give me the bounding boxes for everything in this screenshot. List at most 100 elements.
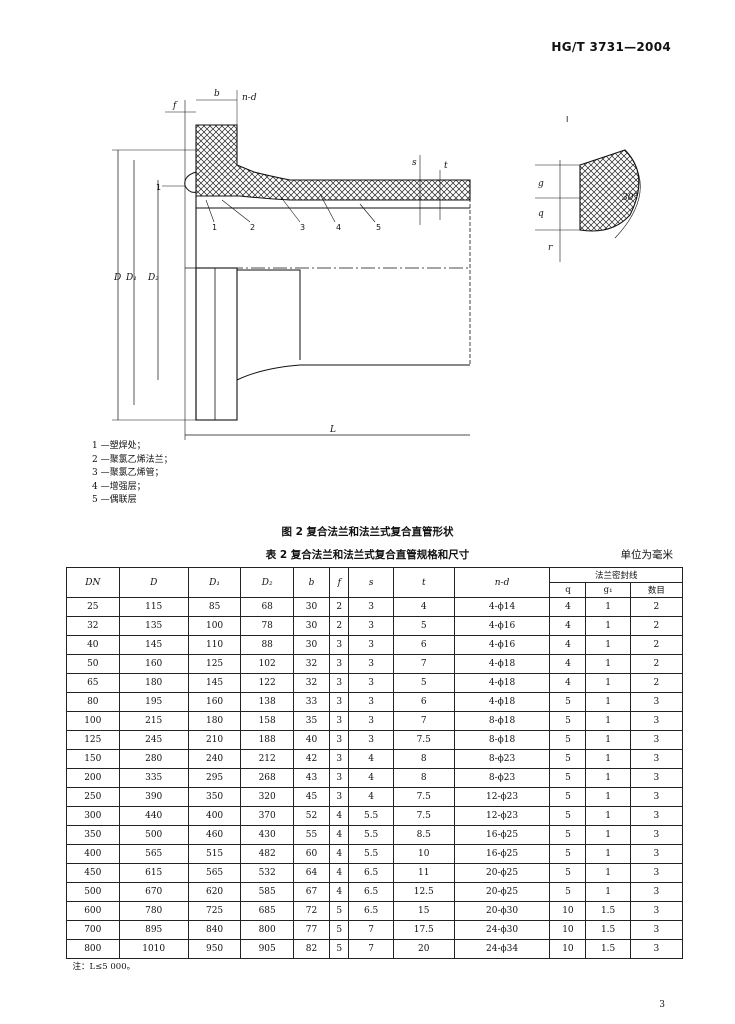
table-cell: 135: [118, 616, 189, 636]
table-cell: 1: [585, 768, 631, 788]
table-cell: 2: [629, 673, 684, 693]
table-cell: 460: [187, 825, 242, 845]
table-cell: 150: [66, 749, 120, 769]
table-cell: 3: [629, 939, 684, 959]
dim-s-label: s: [412, 158, 417, 168]
table-cell: 4: [549, 654, 587, 674]
table-cell: 800: [66, 939, 120, 959]
col-header: n-d: [453, 567, 551, 598]
table-cell: 4: [328, 863, 350, 883]
table-cell: 17.5: [392, 920, 455, 940]
table-cell: 24-ϕ34: [453, 939, 551, 959]
group-header: 法兰密封线: [549, 567, 683, 583]
table-cell: 32: [292, 673, 331, 693]
table-cell: 7.5: [392, 730, 455, 750]
table-cell: 78: [240, 616, 294, 636]
table-cell: 80: [66, 692, 120, 712]
table-cell: 2: [629, 616, 684, 636]
table-cell: 390: [118, 787, 189, 807]
table-cell: 5.5: [348, 844, 394, 864]
table-cell: 8: [392, 749, 455, 769]
table-cell: 8-ϕ23: [453, 749, 551, 769]
table-caption: 表 2 复合法兰和法兰式复合直管规格和尺寸: [265, 549, 470, 561]
table-cell: 370: [240, 806, 294, 826]
table-cell: 50: [66, 654, 120, 674]
table-cell: 295: [187, 768, 242, 788]
table-cell: 3: [328, 654, 350, 674]
table-cell: 6.5: [348, 882, 394, 902]
detail-r-label: r: [548, 243, 553, 253]
dim-b-label: b: [214, 89, 220, 99]
table-cell: 1: [585, 673, 631, 693]
table-cell: 500: [118, 825, 189, 845]
table-cell: 5: [549, 711, 587, 731]
table-cell: 65: [66, 673, 120, 693]
detail-g-label: g: [538, 179, 544, 189]
table-cell: 20-ϕ30: [453, 901, 551, 921]
sub-header: g₁: [585, 582, 631, 598]
table-cell: 33: [292, 692, 331, 712]
table-cell: 88: [240, 635, 294, 655]
table-cell: 3: [328, 711, 350, 731]
table-cell: 565: [187, 863, 242, 883]
figure-caption: 图 2 复合法兰和法兰式复合直管形状: [281, 526, 454, 538]
table-cell: 700: [66, 920, 120, 940]
table-cell: 4: [328, 882, 350, 902]
table-cell: 1: [585, 882, 631, 902]
table-cell: 4: [392, 597, 455, 617]
table-cell: 3: [348, 616, 394, 636]
table-cell: 30: [292, 635, 331, 655]
table-cell: 240: [187, 749, 242, 769]
table-cell: 6: [392, 635, 455, 655]
table-cell: 3: [629, 844, 684, 864]
table-cell: 3: [328, 635, 350, 655]
table-cell: 145: [187, 673, 242, 693]
table-cell: 3: [348, 730, 394, 750]
col-header: D₁: [187, 567, 242, 598]
table-cell: 5: [549, 882, 587, 902]
col-header: f: [328, 567, 350, 598]
table-cell: 725: [187, 901, 242, 921]
standard-code: HG/T 3731—2004: [551, 40, 671, 54]
callout-2: 2: [250, 223, 255, 232]
table-cell: 1010: [118, 939, 189, 959]
table-cell: 895: [118, 920, 189, 940]
table-cell: 12-ϕ23: [453, 806, 551, 826]
table-cell: 102: [240, 654, 294, 674]
table-cell: 3: [328, 692, 350, 712]
table-cell: 215: [118, 711, 189, 731]
table-cell: 600: [66, 901, 120, 921]
table-cell: 3: [348, 654, 394, 674]
dim-D2-label: D₂: [147, 273, 159, 283]
dim-f-label: f: [172, 101, 178, 111]
table-cell: 4: [348, 768, 394, 788]
table-cell: 3: [629, 882, 684, 902]
table-cell: 195: [118, 692, 189, 712]
table-cell: 8.5: [392, 825, 455, 845]
table-cell: 212: [240, 749, 294, 769]
dim-nd-label: n-d: [242, 93, 257, 103]
table-cell: 32: [66, 616, 120, 636]
col-header: t: [392, 567, 455, 598]
table-cell: 800: [240, 920, 294, 940]
table-cell: 3: [328, 730, 350, 750]
table-cell: 780: [118, 901, 189, 921]
dim-t-label: t: [444, 161, 448, 171]
table-cell: 7: [348, 920, 394, 940]
table-cell: 1: [585, 787, 631, 807]
table-cell: 950: [187, 939, 242, 959]
table-cell: 180: [118, 673, 189, 693]
dim-D1-label: D₁: [125, 273, 137, 283]
table-cell: 3: [348, 597, 394, 617]
table-cell: 1: [585, 597, 631, 617]
table-cell: 1: [585, 730, 631, 750]
table-cell: 840: [187, 920, 242, 940]
table-cell: 2: [328, 597, 350, 617]
table-cell: 4: [549, 616, 587, 636]
table-cell: 1: [585, 616, 631, 636]
